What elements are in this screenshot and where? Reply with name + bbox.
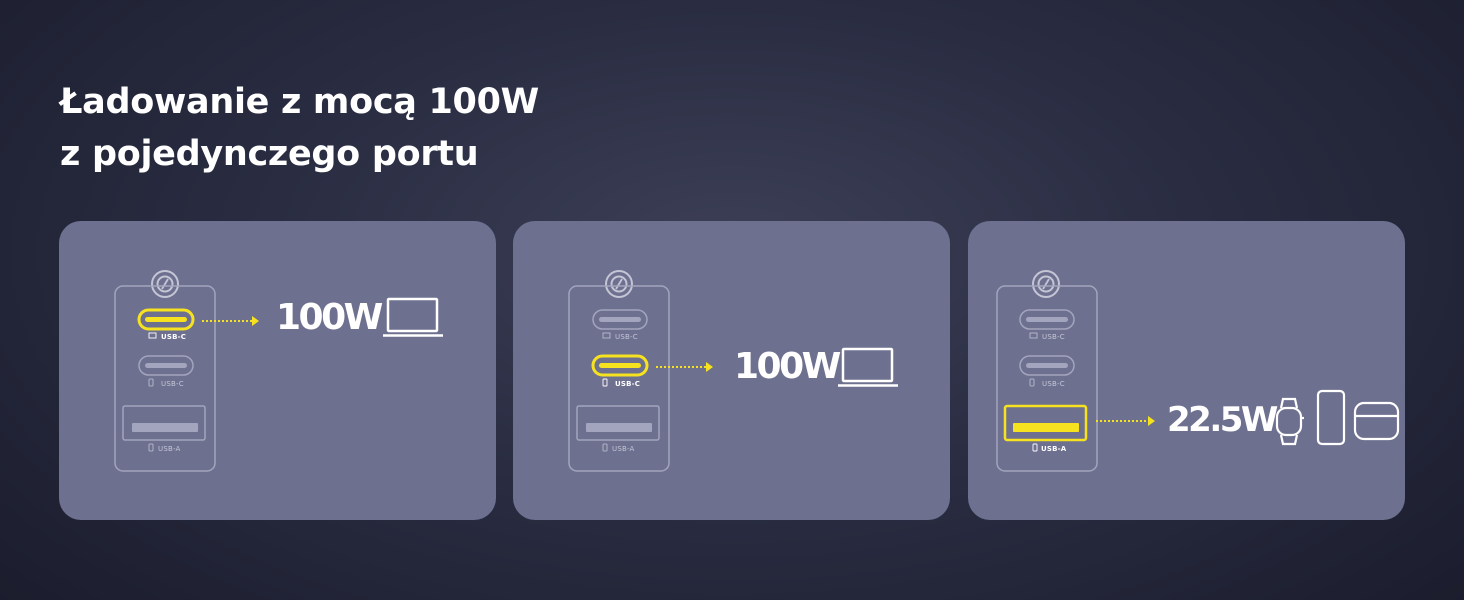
phone-mini-icon <box>1032 443 1038 452</box>
usb-a-port-tongue <box>586 423 652 432</box>
brand-logo-icon <box>605 270 633 298</box>
usb-c-port-2-slot <box>599 363 641 368</box>
smartwatch-icon <box>1275 397 1304 446</box>
port-label-usb-a: USB-A <box>1041 445 1067 453</box>
usb-c-port-1-slot <box>599 317 641 322</box>
port-label-usb-c-2: USB-C <box>161 380 184 388</box>
usb-c-port-2 <box>1019 355 1075 376</box>
earbuds-case-icon <box>1353 401 1400 441</box>
usb-c-port-2-slot <box>1026 363 1068 368</box>
smartphone-icon <box>1316 389 1346 446</box>
usb-a-port-tongue <box>1013 423 1079 432</box>
phone-mini-icon <box>148 378 154 387</box>
port-label-usb-c-2: USB-C <box>615 380 641 388</box>
laptop-mini-icon <box>602 332 611 339</box>
port-label-usb-c-1: USB-C <box>1042 333 1065 341</box>
port-label-usb-c-1: USB-C <box>161 333 187 341</box>
usb-c-port-2 <box>138 355 194 376</box>
charger-diagram <box>114 270 443 472</box>
arrowhead <box>1148 416 1155 426</box>
laptop-mini-icon <box>1029 332 1038 339</box>
laptop-mini-icon <box>148 332 157 339</box>
power-output-value: 100W <box>276 297 383 338</box>
arrowhead <box>706 362 713 372</box>
charger-body <box>114 285 216 472</box>
usb-a-port-tongue <box>132 423 198 432</box>
phone-mini-icon <box>148 443 154 452</box>
panel-usb-a: USB-C USB-C USB-A 22.5W <box>968 221 1405 520</box>
phone-mini-icon <box>602 443 608 452</box>
usb-c-port-2-slot <box>145 363 187 368</box>
headline-line-1: Ładowanie z mocą 100W <box>60 82 539 122</box>
laptop-icon <box>383 297 443 337</box>
panel-usb-c-1: USB-C USB-C USB-A 100W <box>59 221 496 520</box>
arrowhead <box>252 316 259 326</box>
usb-c-port-1-slot <box>1026 317 1068 322</box>
power-output-value: 22.5W <box>1167 400 1278 440</box>
usb-c-port-1-slot <box>145 317 187 322</box>
phone-mini-icon <box>602 378 608 387</box>
port-label-usb-a: USB-A <box>612 445 635 453</box>
headline-line-2: z pojedynczego portu <box>60 134 479 174</box>
port-label-usb-c-2: USB-C <box>1042 380 1065 388</box>
headline: Ładowanie z mocą 100W z pojedynczego por… <box>60 76 539 180</box>
port-label-usb-a: USB-A <box>158 445 181 453</box>
laptop-icon <box>838 347 898 387</box>
brand-logo-icon <box>1032 270 1060 298</box>
usb-a-port <box>122 405 206 441</box>
port-label-usb-c-1: USB-C <box>615 333 638 341</box>
charger-diagram <box>568 270 898 472</box>
panel-usb-c-2: USB-C USB-C USB-A 100W <box>513 221 950 520</box>
charger-body <box>568 285 670 472</box>
usb-a-port <box>576 405 660 441</box>
charger-diagram <box>996 270 1400 472</box>
usb-c-port-1 <box>1019 309 1075 330</box>
power-output-value: 100W <box>734 346 841 387</box>
phone-mini-icon <box>1029 378 1035 387</box>
charger-body <box>996 285 1098 472</box>
brand-logo-icon <box>151 270 179 298</box>
usb-c-port-1 <box>592 309 648 330</box>
